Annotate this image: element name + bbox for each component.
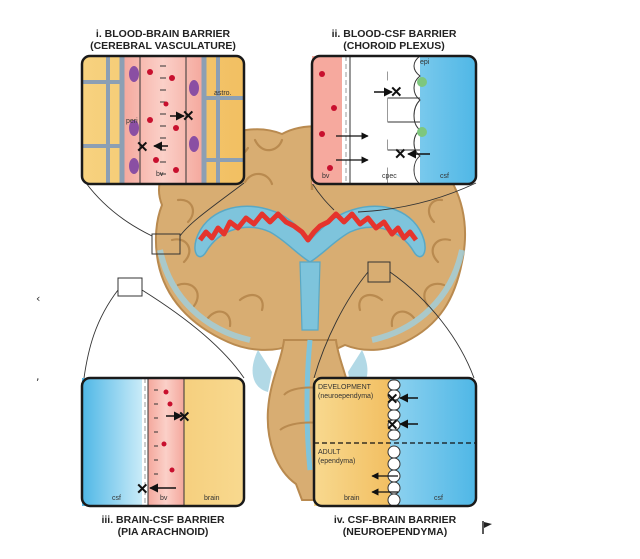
title-brain-csf-line1: iii. BRAIN-CSF BARRIER [101,514,225,526]
zoom-box-bbb [151,233,181,255]
zoom-box-pia [117,277,143,297]
red-blood-cells [147,69,179,173]
pericytes [129,66,199,174]
label-cpec: cpec [382,173,397,180]
astrocyte-processes [82,56,244,184]
title-bcsf-line2: (CHOROID PLEXUS) [343,40,445,52]
label-astro: astro. [214,90,232,97]
label-bv: bv [160,495,168,502]
label-brain: brain [204,495,220,502]
title-bcsf: ii. BLOOD-CSF BARRIER (CHOROID PLEXUS) [312,28,476,52]
label-adult: ADULT [318,449,341,456]
panel-brain-csf: ✕ ✕ csf bv brain [80,376,246,508]
label-bv: bv [156,171,164,178]
label-development: DEVELOPMENT [318,384,372,391]
title-csf-brain: iv. CSF-BRAIN BARRIER (NEUROEPENDYMA) [314,514,476,538]
title-bbb-line2: (CEREBRAL VASCULATURE) [90,40,236,52]
title-bbb-line1: i. BLOOD-BRAIN BARRIER [95,28,231,40]
margin-mark: , [36,370,40,383]
red-blood-cells [161,389,175,473]
label-peri: peri [126,118,138,125]
title-brain-csf: iii. BRAIN-CSF BARRIER (PIA ARACHNOID) [82,514,244,538]
label-ependyma: (ependyma) [318,458,355,465]
title-csf-brain-line2: (NEUROEPENDYMA) [342,526,448,538]
label-epi: epi [420,59,430,66]
epithelium-marker [417,127,427,137]
connector-lines [83,182,477,379]
block-x: ✕ [136,481,149,498]
title-bbb: i. BLOOD-BRAIN BARRIER (CEREBRAL VASCULA… [82,28,244,52]
margin-mark: ‹ [36,292,41,305]
block-x: ✕ [386,417,399,434]
ependymal-cells [387,445,401,507]
tight-junctions [160,65,166,175]
block-x: ✕ [136,139,149,156]
block-x: ✕ [390,84,403,101]
panel-bbb: ✕ ✕ astro. peri bv [80,54,246,186]
cpec-cells [349,55,421,185]
panel-csf-brain: ✕ ✕ DEVELOPMENT (neuroependyma) ADULT (e… [312,376,478,508]
epithelium-marker [417,77,427,87]
block-x: ✕ [182,108,195,125]
flag-icon [482,521,492,534]
block-x: ✕ [394,146,407,163]
block-x: ✕ [178,409,191,426]
title-bcsf-line1: ii. BLOOD-CSF BARRIER [331,28,457,40]
label-csf: csf [112,495,121,502]
choroid-plexus [198,211,418,243]
label-csf: csf [440,173,449,180]
title-brain-csf-line2: (PIA ARACHNOID) [117,526,209,538]
red-blood-cells [319,71,337,171]
label-csf: csf [434,495,443,502]
block-x: ✕ [386,391,399,408]
label-bv: bv [322,173,330,180]
label-brain: brain [344,495,360,502]
title-csf-brain-line1: iv. CSF-BRAIN BARRIER [333,514,457,526]
panel-bcsf: ✕ ✕ epi bv cpec csf [310,54,478,186]
label-neuroependyma: (neuroependyma) [318,393,373,400]
